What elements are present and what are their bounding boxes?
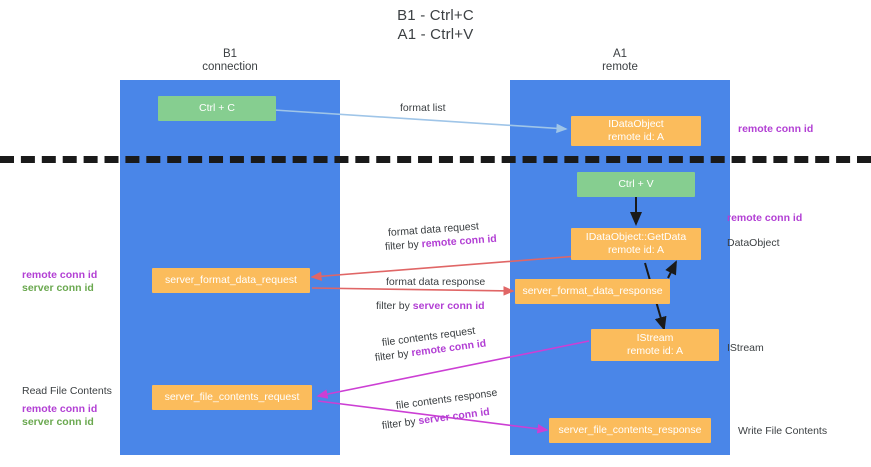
filter-key-server-conn-id: server conn id xyxy=(412,300,485,312)
node-server-format-data-response-label: server_format_data_response xyxy=(522,285,663,297)
node-istream[interactable]: IStream remote id: A xyxy=(591,329,719,361)
node-server-file-contents-request-label: server_file_contents_request xyxy=(164,391,300,403)
node-server-format-data-response[interactable]: server_format_data_response xyxy=(515,279,670,304)
node-istream-label: IStream xyxy=(636,332,674,344)
filter-prefix: filter by xyxy=(376,300,413,312)
filter-prefix: filter by xyxy=(381,415,420,432)
node-getdata-sublabel: remote id: A xyxy=(607,244,665,256)
left-label-read-file-contents: Read File Contents xyxy=(22,385,112,397)
node-ctrl-c[interactable]: Ctrl + C xyxy=(158,96,276,121)
left-label-server-conn-id-mid: server conn id xyxy=(22,282,94,294)
column-header-a1-name: A1 xyxy=(612,48,628,60)
filter-key-remote-conn-id: remote conn id xyxy=(421,232,498,251)
node-idataobject-sublabel: remote id: A xyxy=(607,131,665,143)
edge-label-format-data-response-text: format data response xyxy=(386,276,486,288)
right-label-istream: IStream xyxy=(727,342,764,354)
node-getdata[interactable]: IDataObject::GetData remote id: A xyxy=(571,228,701,260)
filter-prefix: filter by xyxy=(384,238,423,253)
node-server-file-contents-response-label: server_file_contents_response xyxy=(558,424,702,436)
column-header-b1-name: B1 xyxy=(222,48,238,60)
node-ctrl-v-label: Ctrl + V xyxy=(618,178,654,190)
right-label-dataobject: DataObject xyxy=(727,237,780,249)
node-istream-sublabel: remote id: A xyxy=(626,345,684,357)
left-label-remote-conn-id-bot: remote conn id xyxy=(22,403,98,415)
title-line-1: B1 - Ctrl+C xyxy=(397,7,474,24)
column-header-b1-role: connection xyxy=(202,61,258,73)
filter-key-server-conn-id: server conn id xyxy=(417,405,491,428)
node-server-format-data-request[interactable]: server_format_data_request xyxy=(152,268,310,293)
right-label-write-file-contents: Write File Contents xyxy=(738,425,828,437)
node-server-file-contents-request[interactable]: server_file_contents_request xyxy=(152,385,312,410)
column-header-a1: A1 remote xyxy=(510,48,730,74)
column-header-a1-role: remote xyxy=(602,61,638,73)
right-label-remote-conn-id-mid: remote conn id xyxy=(727,212,803,224)
edge-label-format-data-response: format data response xyxy=(386,275,485,289)
left-label-remote-conn-id-mid: remote conn id xyxy=(22,269,98,281)
node-ctrl-v[interactable]: Ctrl + V xyxy=(577,172,695,197)
filter-prefix: filter by xyxy=(374,347,413,364)
phase-divider xyxy=(0,156,871,163)
node-server-file-contents-response[interactable]: server_file_contents_response xyxy=(549,418,711,443)
node-ctrl-c-label: Ctrl + C xyxy=(199,102,235,114)
edge-label-format-list: format list xyxy=(400,102,446,114)
node-server-format-data-request-label: server_format_data_request xyxy=(165,274,297,286)
node-idataobject-label: IDataObject xyxy=(608,118,664,130)
column-header-b1: B1 connection xyxy=(120,48,340,74)
edge-label-format-data-response-filter: filter by server conn id xyxy=(376,299,485,313)
right-label-remote-conn-id-top: remote conn id xyxy=(738,123,814,135)
title-line-2: A1 - Ctrl+V xyxy=(397,26,474,43)
left-label-server-conn-id-bot: server conn id xyxy=(22,416,94,428)
node-getdata-label: IDataObject::GetData xyxy=(585,231,687,243)
diagram-title: B1 - Ctrl+C A1 - Ctrl+V xyxy=(0,6,871,44)
node-idataobject[interactable]: IDataObject remote id: A xyxy=(571,116,701,146)
